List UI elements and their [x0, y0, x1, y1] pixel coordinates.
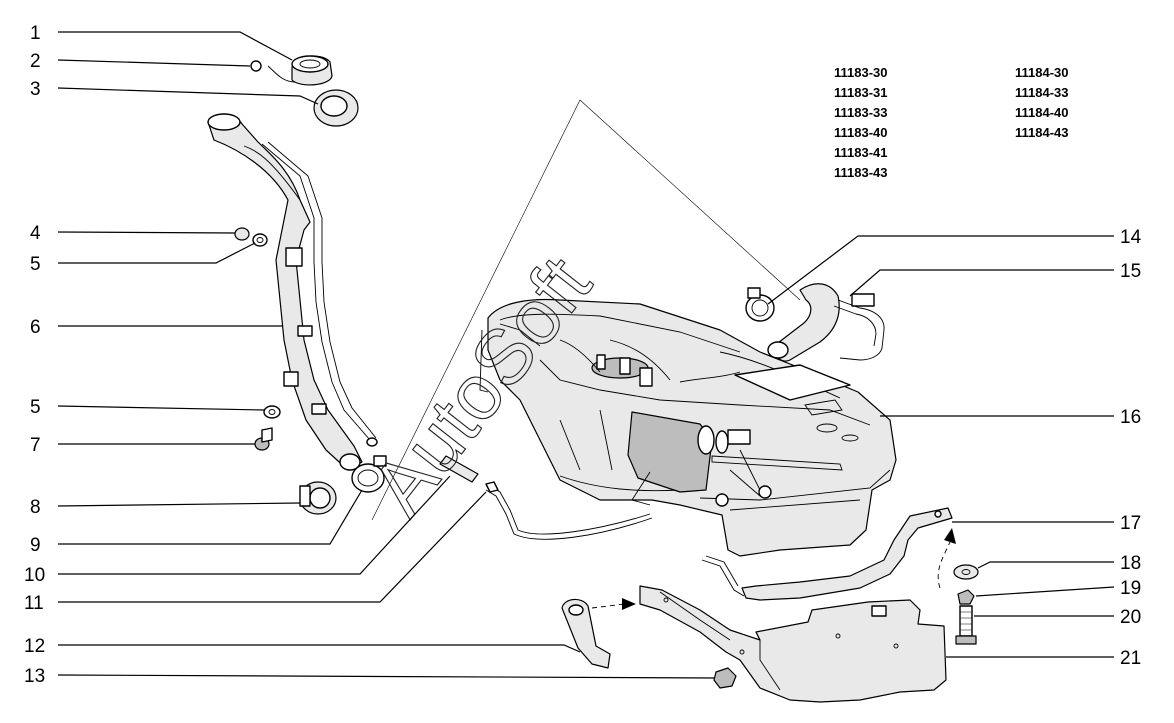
callout-11: 11: [24, 593, 44, 614]
filler-seal: [313, 89, 359, 127]
model-code: 11183-31: [834, 85, 888, 100]
callout-18: 18: [1120, 553, 1141, 574]
assembly-arrow-12: [591, 598, 636, 610]
callout-12: 12: [24, 636, 45, 657]
model-code: 11183-41: [834, 145, 888, 160]
model-code: 11184-43: [1015, 125, 1069, 140]
model-codes-column-2: 11184-30 11184-33 11184-40 11184-43: [1015, 65, 1069, 140]
nut-13: [713, 667, 737, 689]
callout-15: 15: [1120, 261, 1141, 282]
fuel-tube-11: [485, 481, 653, 540]
callout-14: 14: [1120, 227, 1142, 248]
heat-shield-21: [639, 585, 947, 703]
grommet-4: [234, 227, 250, 241]
callout-13: 13: [24, 666, 45, 687]
fuel-hose: [767, 283, 885, 362]
callout-numbers: 1 2 3 4 5 6 5 7 8 9 10 11 12 13 14 15 16…: [24, 23, 1142, 687]
callout-7: 7: [30, 435, 41, 456]
model-code: 11184-40: [1015, 105, 1069, 120]
callout-20: 20: [1120, 607, 1141, 628]
assembly-arrow-17: [937, 528, 956, 589]
model-code: 11184-30: [1015, 65, 1069, 80]
model-code: 11183-33: [834, 105, 888, 120]
hose-clamp-8: [299, 481, 337, 515]
callout-8: 8: [30, 497, 41, 518]
callout-10: 10: [24, 565, 45, 586]
callout-5: 5: [30, 254, 41, 275]
fuel-cap: [291, 55, 333, 86]
callout-1: 1: [30, 23, 41, 44]
washer-18: [953, 564, 979, 580]
washer-5-bottom: [263, 405, 281, 419]
hose-clamp-9: [351, 455, 387, 493]
model-codes-column-1: 11183-30 11183-31 11183-33 11183-40 1118…: [834, 65, 888, 180]
tank-strap-17: [701, 507, 953, 601]
fuel-tank: [479, 298, 897, 557]
model-code: 11183-40: [834, 125, 888, 140]
callout-2: 2: [30, 51, 41, 72]
leader-lines: [57, 31, 1115, 679]
washer-5-top: [252, 233, 268, 247]
bracket-12: [561, 598, 611, 669]
bolt-20: [955, 605, 977, 645]
callout-6: 6: [30, 317, 41, 338]
cap-strap: [250, 60, 296, 83]
callout-19: 19: [1120, 578, 1141, 599]
model-code: 11183-43: [834, 165, 888, 180]
callout-3: 3: [30, 79, 41, 100]
callout-17: 17: [1120, 513, 1141, 534]
callout-4: 4: [30, 223, 41, 244]
model-code: 11184-33: [1015, 85, 1069, 100]
nut-19: [957, 589, 975, 605]
callout-16: 16: [1120, 407, 1141, 428]
bolt-7: [254, 427, 273, 451]
filler-pipe: [207, 113, 378, 471]
callout-21: 21: [1120, 648, 1141, 669]
callout-5b: 5: [30, 397, 41, 418]
callout-9: 9: [30, 535, 41, 556]
vent-hose-10: [439, 455, 479, 483]
model-code: 11183-30: [834, 65, 888, 80]
hose-clamp-14: [745, 287, 775, 322]
